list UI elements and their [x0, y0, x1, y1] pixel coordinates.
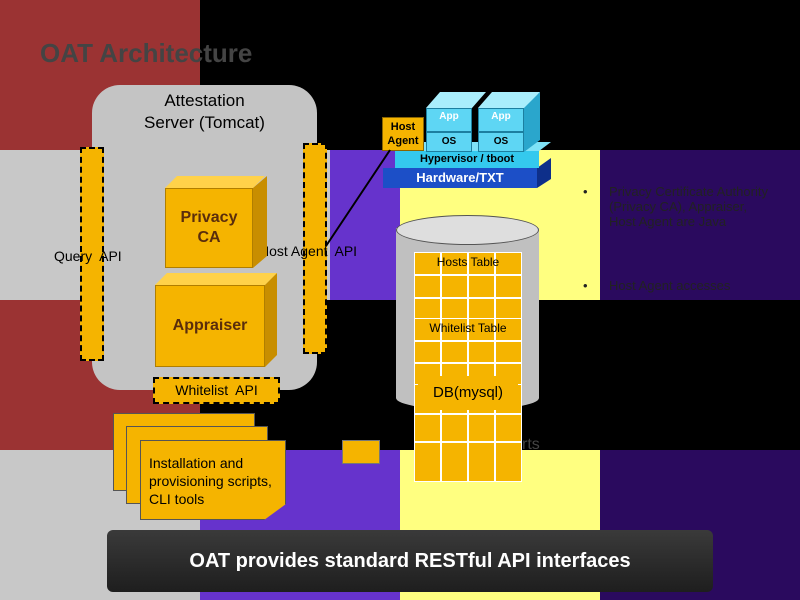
scripts-line1: Installation and: [149, 455, 244, 471]
whitelist-api-bar: Whitelist API: [153, 377, 280, 404]
app-block-1: App: [426, 108, 472, 132]
whitelist-table-grid: [414, 318, 522, 386]
hardware-side: [537, 158, 551, 188]
os-label-2: OS: [493, 136, 509, 147]
legend-swatch: [342, 440, 380, 464]
os-block-1: OS: [426, 132, 472, 152]
hypervisor-top: [395, 142, 551, 151]
slide-title: OAT Architecture: [40, 38, 253, 68]
connector-line: [325, 149, 391, 247]
os-block-2: OS: [478, 132, 524, 152]
app-label-1: App: [439, 111, 459, 122]
db-label: DB(mysql): [418, 376, 518, 410]
app-label-2: App: [491, 111, 511, 122]
whitelist-table-label: Whitelist Table: [429, 321, 507, 335]
bullet-1-text: Privacy Certificate Authority (Privacy C…: [609, 184, 768, 229]
script-page-front: Installation and provisioning scripts, C…: [140, 440, 286, 520]
privacy-ca-cube: Privacy CA: [165, 176, 267, 268]
host-agent-box: Host Agent: [382, 117, 424, 151]
appraiser-front: Appraiser: [155, 285, 265, 367]
app-block-2: App: [478, 108, 524, 132]
appraiser-cube-side: [265, 273, 277, 367]
app-side-2: [524, 92, 540, 152]
bullet-2: • Host Agent accesses: [583, 278, 773, 293]
privacy-ca-line2: CA: [197, 229, 221, 246]
appraiser-cube-top: [155, 273, 277, 285]
server-title-line1: Attestation: [164, 91, 245, 110]
partial-text: rts: [522, 436, 540, 453]
bg-dark-purple-right: [600, 150, 800, 300]
hosts-table-label: Hosts Table: [436, 255, 500, 269]
bullet-dot-1: •: [583, 184, 588, 199]
server-title-line2: Server (Tomcat): [144, 113, 265, 132]
bullet-1: • Privacy Certificate Authority (Privacy…: [583, 184, 773, 229]
privacy-ca-line1: Privacy: [180, 209, 238, 226]
hypervisor-bar: Hypervisor / tboot: [395, 151, 539, 168]
privacy-ca-front: Privacy CA: [165, 188, 253, 268]
arrow-head-icon: [392, 348, 398, 356]
footer-banner: OAT provides standard RESTful API interf…: [107, 530, 713, 592]
database-cylinder-top: [396, 215, 539, 245]
host-agent-api-label: Host Agent API: [259, 243, 358, 259]
host-agent-line1: Host: [390, 121, 416, 133]
app-top-2: [478, 92, 540, 108]
privacy-ca-cube-side: [253, 176, 267, 268]
query-api-bar: [80, 147, 104, 361]
attestation-server-title: Attestation Server (Tomcat): [92, 90, 317, 134]
app-top-1: [426, 92, 486, 108]
bullet-dot-2: •: [583, 278, 588, 293]
query-api-label: Query API: [54, 248, 122, 264]
scripts-line2: provisioning scripts,: [149, 473, 272, 489]
os-label-1: OS: [441, 136, 457, 147]
bullet-2-text: Host Agent accesses: [609, 278, 731, 293]
host-agent-api-bar: [303, 143, 327, 354]
privacy-ca-cube-top: [165, 176, 265, 188]
host-agent-line2: Agent: [387, 135, 419, 147]
appraiser-cube: Appraiser: [155, 273, 277, 367]
scripts-line3: CLI tools: [149, 491, 205, 507]
hardware-txt-bar: Hardware/TXT: [383, 168, 537, 188]
